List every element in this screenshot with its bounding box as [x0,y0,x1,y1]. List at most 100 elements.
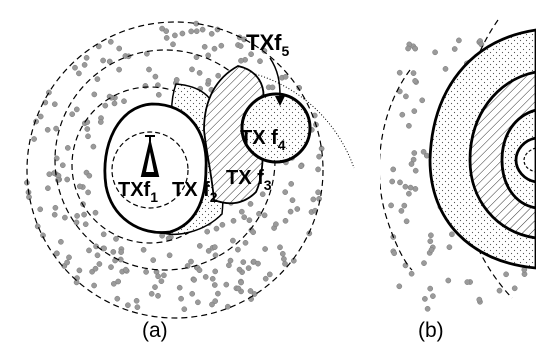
node-dot [246,217,253,224]
node-dot [125,302,131,309]
node-dot [427,285,434,292]
node-dot [111,100,118,107]
node-dot [238,208,245,215]
node-dot [81,62,88,68]
node-dot [90,143,97,150]
node-dot [396,69,403,76]
node-dot [282,260,288,267]
node-dot [464,279,471,285]
txf5-arrow [269,57,285,106]
node-dot [196,267,203,274]
node-dot [235,246,241,253]
node-dot [398,208,405,214]
node-dot [211,282,218,288]
node-dot [107,38,114,45]
node-dot [106,58,113,65]
node-dot [412,78,418,84]
node-dot [84,126,91,132]
node-dot [406,190,412,197]
node-dot [116,45,123,52]
node-dot [44,126,51,133]
node-dot [403,218,410,225]
node-dot [95,43,102,50]
node-dot [256,210,262,217]
node-dot [402,183,409,190]
node-dot [170,41,176,48]
node-dot [261,212,268,219]
node-dot [511,285,518,292]
node-dot [108,264,114,270]
node-dot [59,162,66,169]
node-dot [255,260,261,267]
node-dot [205,248,212,254]
node-dot [199,26,206,33]
node-dot [281,256,287,262]
node-dot [193,54,200,61]
node-dot [76,267,83,274]
node-dot [419,97,426,104]
node-dot [45,185,51,192]
node-dot [76,70,82,77]
label-txf1: TXf1 [118,179,158,205]
node-dot [92,265,99,272]
node-dot [428,247,435,253]
node-dot [215,290,221,297]
node-dot [445,277,452,284]
node-dot [53,125,59,132]
node-dot [432,49,438,56]
node-dot [205,52,212,59]
node-dot [86,247,92,254]
node-dot [428,232,434,239]
node-dot [282,73,289,80]
core-dashed-arc [523,147,536,173]
caption-b: (b) [418,319,444,342]
node-dot [181,306,188,313]
node-dot [247,201,254,207]
node-dot [85,133,91,140]
node-dot [82,221,89,228]
node-dot [176,284,183,291]
node-dot [401,202,408,209]
node-dot [150,257,157,263]
node-dot [212,252,219,259]
node-dot [85,189,91,196]
node-dot [318,145,325,152]
node-dot [212,298,219,304]
node-dot [251,291,258,297]
node-dot [273,221,279,228]
node-dot [316,153,322,160]
node-dot [76,183,83,190]
node-dot [421,260,427,266]
node-dot [83,54,90,61]
node-dot [196,243,203,249]
node-dot [92,209,99,216]
node-dot [235,285,242,292]
node-dot [101,245,107,252]
node-dot [213,225,220,232]
node-dot [241,214,248,221]
node-dot [420,148,427,155]
node-dot [476,296,483,303]
node-dot [289,197,296,204]
node-dot [122,266,129,273]
node-dot [315,166,321,173]
label-txf4: TX f4 [240,127,286,153]
node-dot [100,231,107,238]
node-dot [266,271,273,278]
node-dot [72,64,78,71]
node-dot [388,202,394,209]
node-dot [31,136,37,142]
node-dot [74,213,80,219]
node-dot [116,66,122,73]
node-dot [196,70,203,76]
node-dot [91,91,98,98]
node-dot [51,211,58,218]
node-dot [146,66,152,73]
node-dot [64,176,71,183]
node-dot [51,101,58,108]
node-dot [451,46,458,52]
node-dot [390,166,397,173]
label-txf3: TX f3 [226,167,272,193]
node-dot [259,191,266,198]
